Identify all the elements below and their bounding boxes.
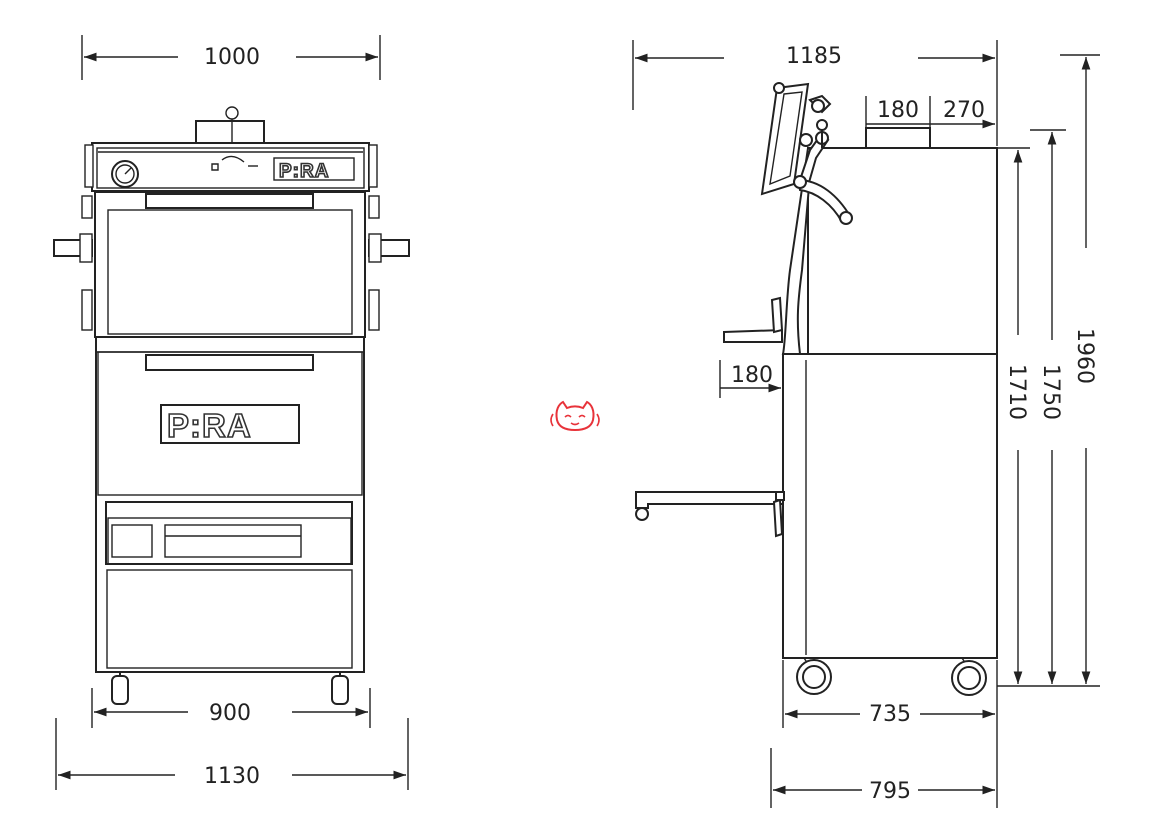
front-dimension-top-width: 1000 [81, 35, 381, 80]
side-dimension-overall-depth: 1185 [632, 40, 998, 146]
bottom-cabinet [106, 569, 353, 669]
dim-overall-depth-label: 1185 [786, 44, 842, 69]
side-dimension-base-depth-overall: 795 [770, 748, 995, 808]
dim-base-depth-label: 735 [869, 702, 911, 727]
dim-handle-projection-label: 180 [731, 363, 773, 388]
side-door-profile [781, 146, 814, 355]
side-lower-body [782, 353, 998, 659]
front-dimension-caster-spacing: 900 [91, 688, 371, 728]
side-upper-body [807, 147, 998, 355]
side-dimension-handle-projection: 180 [719, 360, 781, 398]
upper-door-handle [145, 193, 314, 209]
side-dimension-height-body: 1710 [997, 147, 1100, 687]
upper-oven-door [94, 191, 366, 338]
lower-oven-door [97, 351, 363, 496]
front-logo-text: P:RA [167, 407, 252, 444]
front-right-caster [331, 672, 349, 705]
front-logo-plate: P:RA [160, 404, 300, 445]
side-chimney [865, 127, 931, 149]
side-dimension-base-depth: 735 [782, 660, 998, 808]
front-chimney-knob [225, 106, 239, 120]
dim-chimney-offset-label: 270 [943, 98, 985, 123]
side-dimension-height-chimney: 1750 [1030, 129, 1066, 684]
side-front-wheel [796, 657, 832, 695]
damper-control-icon [211, 155, 258, 171]
side-view: 1185 180 270 180 1710 [632, 40, 1100, 808]
thermometer-gauge [111, 160, 139, 188]
dim-base-depth-overall-label: 795 [869, 779, 911, 804]
front-view: P:RA P:RA [53, 35, 410, 790]
lower-door-handle [145, 354, 314, 371]
front-dimension-overall-width: 1130 [55, 718, 409, 790]
dim-caster-spacing-label: 900 [209, 701, 251, 726]
front-body [95, 336, 365, 673]
side-upper-handle [723, 296, 784, 343]
side-dimension-chimney: 180 270 [865, 96, 995, 129]
front-chimney [195, 120, 265, 144]
door-arm-linkage [793, 94, 853, 225]
dim-top-width-label: 1000 [204, 45, 260, 70]
front-left-caster [111, 672, 129, 705]
dim-height-overall-label: 1960 [1072, 328, 1097, 384]
dim-height-body-label: 1710 [1004, 364, 1029, 420]
side-dimension-height-overall: 1960 [1060, 54, 1100, 684]
cat-face-icon [550, 400, 600, 432]
dim-height-chimney-label: 1750 [1038, 364, 1063, 420]
side-lower-tray [635, 491, 785, 538]
drawer-handle [164, 524, 302, 558]
dim-overall-width-label: 1130 [204, 764, 260, 789]
side-rear-wheel [951, 657, 987, 696]
top-logo-plate: P:RA [273, 157, 355, 183]
top-logo-text: P:RA [279, 161, 329, 182]
dim-chimney-width-label: 180 [877, 98, 919, 123]
